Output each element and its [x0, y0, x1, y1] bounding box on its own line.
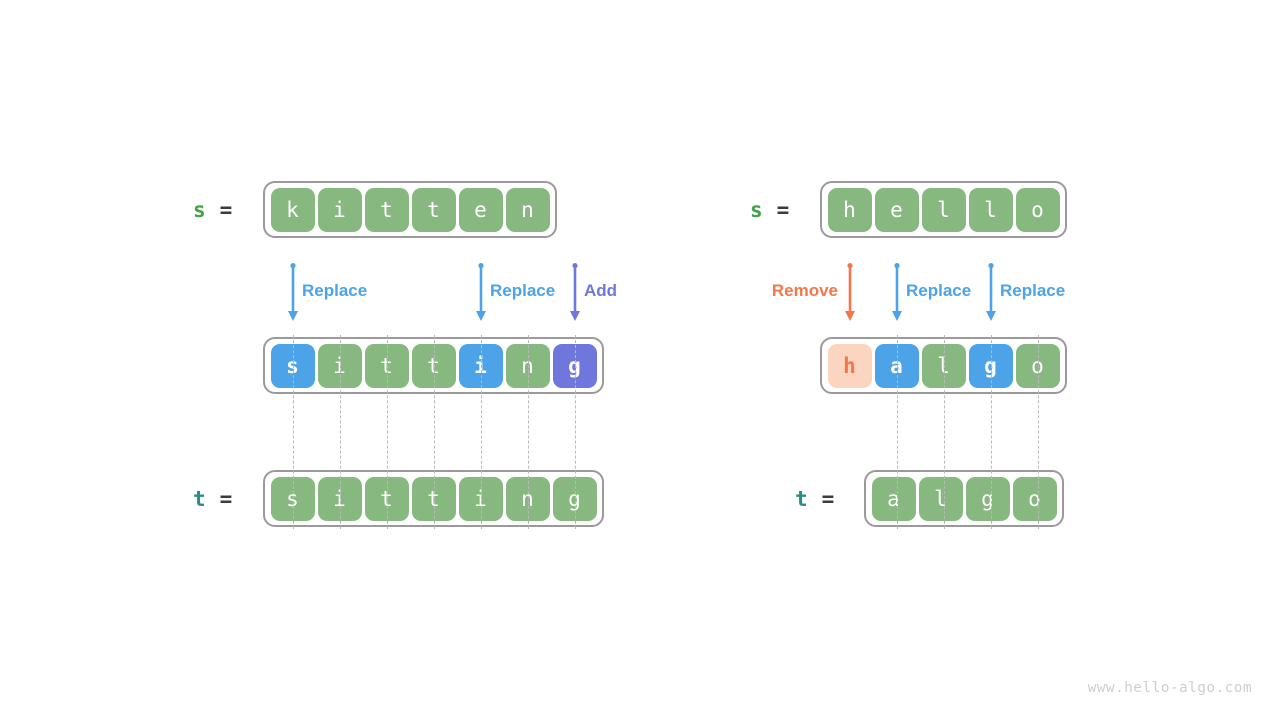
char-cell: g — [968, 343, 1013, 388]
operation-arrow — [570, 263, 580, 321]
char-cell: n — [505, 187, 550, 232]
operation-arrow — [476, 263, 486, 321]
equals-sign: = — [219, 486, 233, 511]
char-cell: i — [317, 343, 362, 388]
char-cell: i — [317, 476, 362, 521]
char-cell: l — [921, 187, 966, 232]
alignment-connector — [481, 335, 482, 529]
char-cell: e — [874, 187, 919, 232]
char-cell: o — [1015, 343, 1060, 388]
alignment-connector — [434, 335, 435, 529]
alignment-connector — [340, 335, 341, 529]
source-string-label: s= — [750, 181, 789, 238]
char-cell: s — [270, 343, 315, 388]
variable-name: t — [193, 486, 206, 511]
operation-label: Remove — [771, 281, 838, 300]
alignment-connector — [897, 335, 898, 529]
char-cell: h — [827, 187, 872, 232]
variable-name: s — [193, 197, 206, 222]
char-cell: t — [411, 476, 456, 521]
char-cell: l — [918, 476, 963, 521]
operation-label: Replace — [906, 281, 972, 300]
char-cell: h — [827, 343, 872, 388]
alignment-connector — [1038, 335, 1039, 529]
char-cell: i — [458, 476, 503, 521]
char-cell: n — [505, 343, 550, 388]
char-cell: t — [411, 343, 456, 388]
target-string-label: t= — [193, 470, 232, 527]
char-cell: t — [364, 343, 409, 388]
char-cell: t — [364, 476, 409, 521]
char-cell: o — [1015, 187, 1060, 232]
operation-arrow — [892, 263, 902, 321]
char-cell: a — [871, 476, 916, 521]
operation-label: Add — [584, 281, 618, 300]
char-cell: t — [411, 187, 456, 232]
operation-arrow — [845, 263, 855, 321]
char-cell: l — [968, 187, 1013, 232]
alignment-connector — [293, 335, 294, 529]
char-cell: i — [317, 187, 362, 232]
char-cell: a — [874, 343, 919, 388]
char-cell: g — [965, 476, 1010, 521]
operation-arrow — [288, 263, 298, 321]
char-cell: l — [921, 343, 966, 388]
operation-label: Replace — [490, 281, 556, 300]
char-cell: s — [270, 476, 315, 521]
equals-sign: = — [219, 197, 233, 222]
char-cell: g — [552, 476, 597, 521]
target-string-label: t= — [795, 470, 834, 527]
char-cell: t — [364, 187, 409, 232]
variable-name: s — [750, 197, 763, 222]
operation-label: Replace — [302, 281, 368, 300]
char-cell: g — [552, 343, 597, 388]
variable-name: t — [795, 486, 808, 511]
equals-sign: = — [821, 486, 835, 511]
operation-arrow — [986, 263, 996, 321]
watermark: www.hello-algo.com — [1087, 680, 1252, 696]
alignment-connector — [528, 335, 529, 529]
char-cell: k — [270, 187, 315, 232]
operation-label: Replace — [1000, 281, 1066, 300]
alignment-connector — [387, 335, 388, 529]
char-cell: n — [505, 476, 550, 521]
char-cell: e — [458, 187, 503, 232]
alignment-connector — [991, 335, 992, 529]
alignment-connector — [575, 335, 576, 529]
source-string-label: s= — [193, 181, 232, 238]
alignment-connector — [944, 335, 945, 529]
equals-sign: = — [776, 197, 790, 222]
char-cell: o — [1012, 476, 1057, 521]
char-cell: i — [458, 343, 503, 388]
